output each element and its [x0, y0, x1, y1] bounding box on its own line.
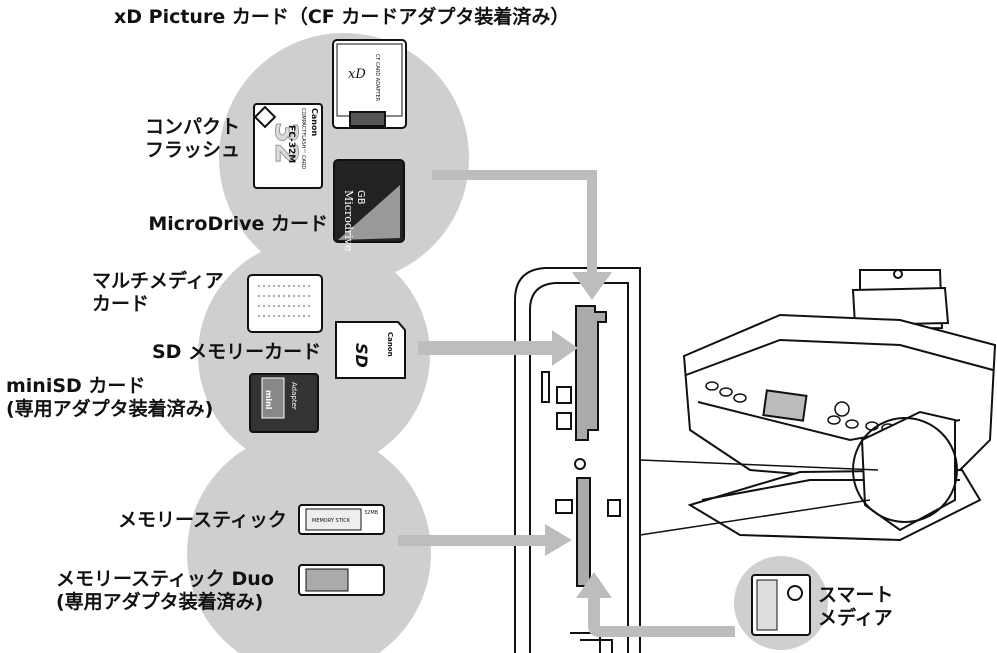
label-memorystick-duo: メモリースティック Duo (専用アダプタ装着済み) — [56, 568, 274, 613]
cf-model: FC-32M — [286, 125, 296, 163]
slot-panel — [514, 267, 641, 653]
label-microdrive: MicroDrive カード — [148, 213, 328, 235]
arrow-cf-to-slot — [432, 170, 612, 300]
label-smartmedia: スマート メディア — [818, 584, 894, 629]
slot-cf — [556, 305, 607, 470]
compactflash-card: 32 FC-32M Canon COMPACTFLASH™ CARD — [253, 103, 323, 189]
label-xd-picture: xD Picture カード（CF カードアダプタ装着済み） — [114, 6, 570, 28]
cf-type: COMPACTFLASH™ CARD — [300, 108, 306, 169]
label-compactflash: コンパクト フラッシュ — [144, 116, 240, 161]
printer-illustration — [639, 269, 997, 542]
xd-logo: xD — [348, 67, 366, 82]
xd-adapter-text: CF CARD ADAPTER — [374, 54, 380, 102]
microdrive-name: Microdrive — [342, 190, 355, 251]
microdrive-size: GB — [355, 190, 366, 205]
label-sd: SD メモリーカード — [152, 341, 322, 363]
microdrive-card: Microdrive GB — [333, 159, 405, 251]
sd-logo: SD — [352, 343, 371, 368]
group-circle-ms — [187, 431, 431, 653]
label-minisd: miniSD カード (専用アダプタ装着済み) — [6, 375, 214, 420]
arrow-sd-to-slot — [418, 330, 578, 366]
cf-size: 32 — [268, 122, 303, 164]
multimediacard — [247, 274, 323, 333]
cf-brand: Canon — [310, 108, 319, 136]
slot-ms — [555, 477, 621, 653]
arrow-smartmedia-to-slot — [576, 572, 735, 637]
minisd-logo: mini — [264, 390, 273, 410]
label-multimediacard: マルチメディア カード — [92, 270, 224, 315]
ms-label: MEMORY STICK — [312, 518, 351, 524]
label-memorystick: メモリースティック — [118, 509, 287, 531]
memorystick-duo-with-adapter — [298, 564, 385, 596]
xd-card-in-cf-adapter: xD CF CARD ADAPTER — [332, 39, 407, 129]
smartmedia-card — [751, 574, 811, 636]
sd-brand: Canon — [386, 332, 394, 357]
memorystick-card: MEMORY STICK 32MB — [298, 504, 385, 535]
sd-card: SD Canon — [335, 321, 406, 379]
ms-size: 32MB — [364, 510, 379, 516]
minisd-card-with-adapter: mini Adapter — [249, 373, 319, 433]
minisd-adapter: Adapter — [290, 382, 298, 410]
arrow-ms-to-slot — [398, 524, 572, 556]
